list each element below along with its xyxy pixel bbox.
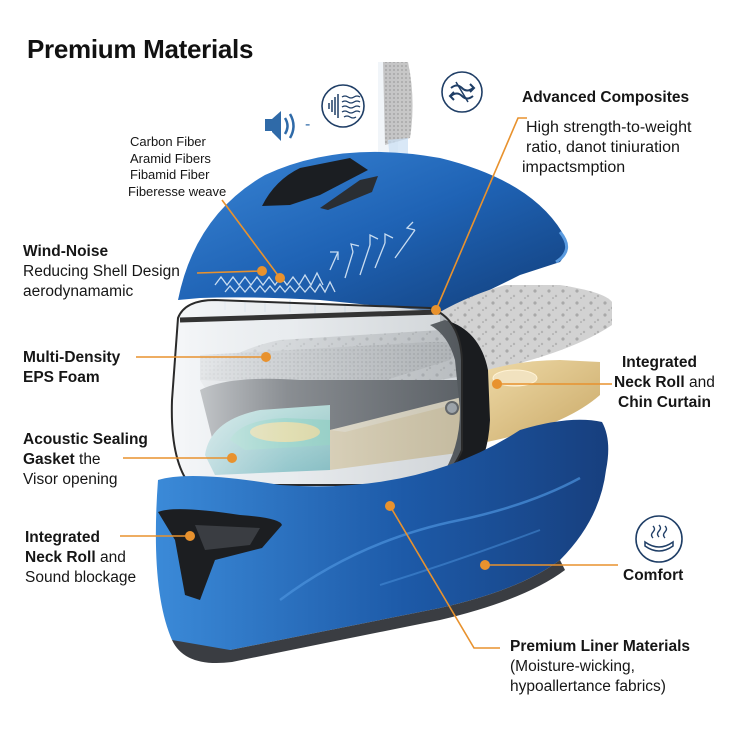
heated-comfort-icon <box>635 515 683 563</box>
fiber-types-list: Carbon Fiber Aramid Fibers Fibamid Fiber… <box>128 134 250 200</box>
sound-dampening-icon <box>321 84 365 128</box>
advanced-composites-label: Advanced Composites <box>522 89 690 106</box>
acoustic-gasket-label: Acoustic Sealing Gasket the Visor openin… <box>23 431 148 488</box>
comfort-label: Comfort <box>623 567 684 584</box>
fiber-item: Fibamid Fiber <box>130 167 210 182</box>
neck-roll-sound-label: Integrated Neck Roll and Sound blockage <box>25 529 137 586</box>
fiber-item: Aramid Fibers <box>130 150 211 166</box>
eps-foam-label: Multi-Density EPS Foam <box>23 349 121 386</box>
premium-liner-label: Premium Liner Materials (Moisture-wickin… <box>510 638 691 695</box>
neck-roll-chin-label: Integrated Neck Roll and Chin Curtain <box>614 354 715 411</box>
airflow-arrows-icon <box>441 71 483 113</box>
leader-lines <box>120 117 618 649</box>
leader-dots <box>185 266 502 570</box>
speaker-sound-icon <box>265 111 295 141</box>
lower-shell <box>155 419 609 652</box>
wind-noise-label: Wind-Noise Reducing Shell Design aerodyn… <box>23 243 180 300</box>
fiber-item: Carbon Fiber <box>130 134 206 149</box>
page-title: Premium Materials <box>27 34 254 64</box>
top-vent <box>262 158 368 206</box>
advanced-composites-description: High strength-to-weight ratio, danot tin… <box>522 119 692 176</box>
speaker-dash: - <box>305 116 311 133</box>
fiber-item: Fiberesse weave <box>128 183 227 199</box>
